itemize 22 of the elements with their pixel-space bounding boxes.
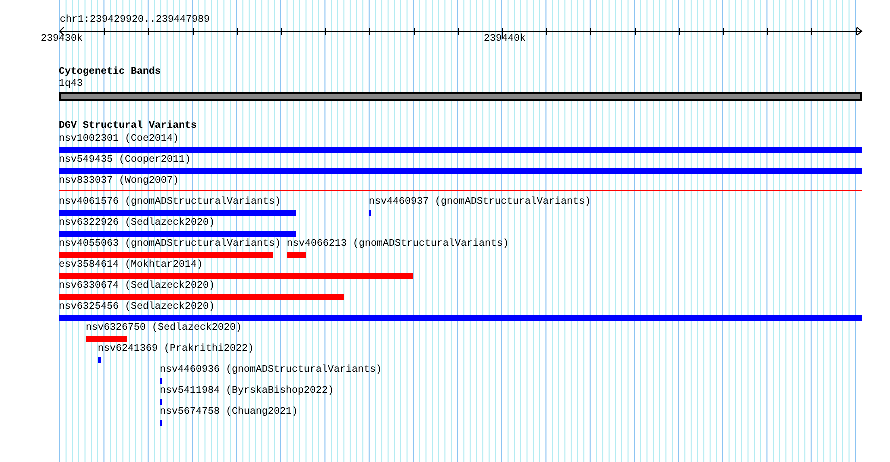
- band-label: 1q43: [59, 79, 84, 91]
- feature-label: nsv4066213 (gnomADStructuralVariants): [287, 239, 510, 251]
- feature-label: nsv833037 (Wong2007): [59, 176, 180, 188]
- feature-label: nsv5674758 (Chuang2021): [160, 407, 298, 419]
- track-title: DGV Structural Variants: [59, 121, 198, 133]
- feature-label: nsv6325456 (Sedlazeck2020): [59, 302, 216, 314]
- feature-label: nsv6322926 (Sedlazeck2020): [59, 218, 216, 230]
- feature-label: nsv549435 (Cooper2011): [59, 155, 192, 167]
- feature-label: nsv1002301 (Coe2014): [59, 134, 180, 146]
- axis-tick-label: 239430k: [41, 34, 84, 46]
- feature-label: nsv4460936 (gnomADStructuralVariants): [160, 365, 382, 377]
- feature-label: nsv6326750 (Sedlazeck2020): [86, 323, 242, 335]
- feature-label: nsv4460937 (gnomADStructuralVariants): [369, 197, 592, 209]
- feature-label: nsv6330674 (Sedlazeck2020): [59, 281, 216, 293]
- axis-tick-label: 239440k: [484, 34, 526, 46]
- feature-label: nsv6241369 (Prakrithi2022): [98, 344, 254, 356]
- track-title: Cytogenetic Bands: [59, 67, 162, 79]
- feature-label: nsv5411984 (ByrskaBishop2022): [160, 386, 334, 398]
- coordinate-range: chr1:239429920..239447989: [60, 15, 210, 27]
- feature-label: nsv4061576 (gnomADStructuralVariants): [59, 197, 282, 209]
- feature-label: esv3584614 (Mokhtar2014): [59, 260, 204, 272]
- feature-label: nsv4055063 (gnomADStructuralVariants): [59, 239, 282, 251]
